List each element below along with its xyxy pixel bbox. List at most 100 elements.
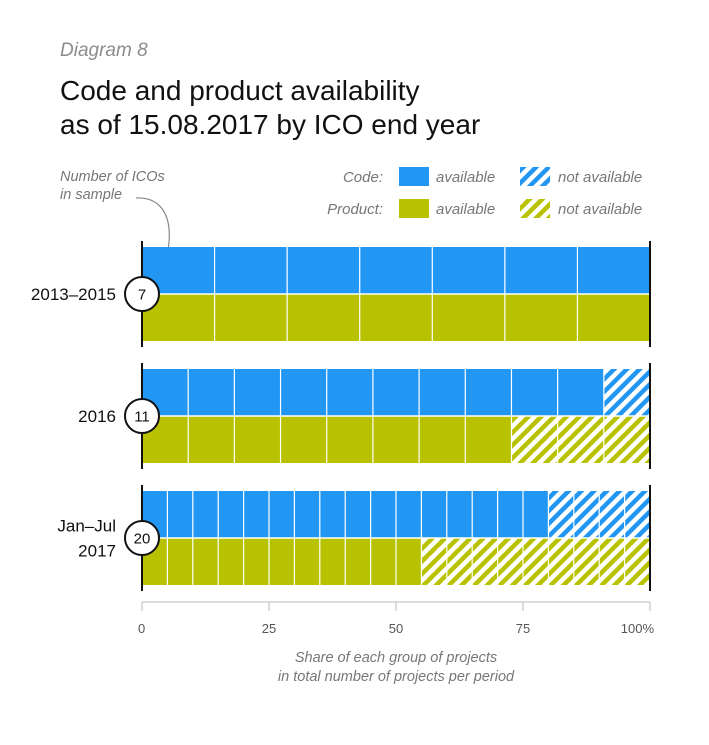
code-available-segment — [465, 369, 512, 416]
code-not-available-segment — [548, 491, 574, 538]
code-available-segment — [472, 491, 498, 538]
product-available-segment — [326, 416, 373, 463]
product-available-segment — [319, 538, 346, 585]
code-available-segment — [523, 491, 549, 538]
product-available-segment — [432, 294, 505, 341]
code-available-segment — [432, 247, 505, 294]
product-not-available-segment — [624, 538, 650, 585]
code-available-segment — [557, 369, 604, 416]
product-available-segment — [234, 416, 281, 463]
chart-title-line-2: as of 15.08.2017 by ICO end year — [60, 109, 481, 140]
category-label: 2013–2015 — [31, 285, 116, 304]
code-available-segment — [192, 491, 219, 538]
product-not-available-segment — [557, 416, 604, 463]
code-available-segment — [326, 369, 373, 416]
product-available-segment — [188, 416, 235, 463]
sample-size-circle — [124, 398, 160, 434]
code-available-segment — [280, 369, 327, 416]
code-available-segment — [345, 491, 371, 538]
legend-code-label: Code: — [343, 169, 383, 186]
product-not-available-segment — [511, 416, 558, 463]
legend-product-available-label: available — [436, 201, 495, 218]
legend-code-available-swatch — [399, 167, 429, 186]
product-not-available-segment — [599, 538, 625, 585]
sample-size-note-line-2: in sample — [60, 187, 123, 203]
sample-size-note: Number of ICOs in sample — [60, 168, 165, 204]
code-available-segment — [294, 491, 320, 538]
bar-group: 7 2013–2015 — [31, 241, 651, 347]
x-tick-label: 0 — [138, 621, 145, 636]
code-available-segment — [419, 369, 466, 416]
chart-title: Code and product availability as of 15.0… — [60, 74, 660, 142]
legend-code-not-available-label: not available — [558, 169, 642, 186]
legend-product-available-swatch — [399, 199, 429, 218]
product-available-segment — [396, 538, 422, 585]
product-available-segment — [345, 538, 371, 585]
code-not-available-segment — [624, 491, 650, 538]
sample-size-value: 11 — [134, 409, 150, 426]
code-available-segment — [577, 247, 650, 294]
category-label: Jan–Jul — [57, 517, 116, 536]
sample-size-value: 20 — [134, 531, 151, 548]
code-available-segment — [497, 491, 523, 538]
code-available-segment — [504, 247, 578, 294]
product-not-available-segment — [472, 538, 498, 585]
product-not-available-segment — [421, 538, 447, 585]
legend-product-not-available-label: not available — [558, 201, 642, 218]
product-available-segment — [577, 294, 650, 341]
product-available-segment — [167, 538, 193, 585]
product-available-segment — [243, 538, 269, 585]
legend-code-not-available-swatch — [520, 167, 550, 186]
product-available-segment — [218, 538, 244, 585]
x-axis-label-line-2: in total number of projects per period — [278, 669, 515, 685]
code-available-segment — [287, 247, 360, 294]
x-tick-label: 50 — [389, 621, 403, 636]
diagram-label: Diagram 8 — [60, 40, 148, 61]
x-axis-label-line-1: Share of each group of projects — [295, 650, 497, 666]
legend: Code: available not available Product: a… — [327, 167, 642, 218]
chart-title-line-1: Code and product availability — [60, 75, 420, 106]
code-available-segment — [319, 491, 346, 538]
sample-size-circle — [124, 520, 160, 556]
legend-product-not-available-swatch — [520, 199, 550, 218]
code-available-segment — [372, 369, 420, 416]
product-available-segment — [359, 294, 433, 341]
product-available-segment — [294, 538, 320, 585]
product-available-segment — [192, 538, 219, 585]
product-available-segment — [287, 294, 360, 341]
code-available-segment — [359, 247, 433, 294]
code-available-segment — [188, 369, 235, 416]
sample-size-value: 7 — [138, 287, 146, 304]
product-not-available-segment — [548, 538, 574, 585]
code-not-available-segment — [599, 491, 625, 538]
code-available-segment — [396, 491, 422, 538]
product-not-available-segment — [603, 416, 650, 463]
code-available-segment — [218, 491, 244, 538]
product-not-available-segment — [523, 538, 549, 585]
product-available-segment — [372, 416, 420, 463]
product-available-segment — [419, 416, 466, 463]
code-available-segment — [446, 491, 473, 538]
code-available-segment — [214, 247, 288, 294]
legend-product-label: Product: — [327, 201, 383, 218]
code-available-segment — [243, 491, 269, 538]
code-available-segment — [421, 491, 447, 538]
category-label: 2017 — [78, 542, 116, 561]
code-available-segment — [234, 369, 281, 416]
product-not-available-segment — [497, 538, 523, 585]
x-tick-label: 100% — [621, 621, 655, 636]
product-not-available-segment — [573, 538, 600, 585]
product-available-segment — [370, 538, 396, 585]
product-not-available-segment — [446, 538, 473, 585]
code-available-segment — [269, 491, 295, 538]
code-available-segment — [370, 491, 396, 538]
code-not-available-segment — [573, 491, 600, 538]
product-available-segment — [280, 416, 327, 463]
sample-size-note-line-1: Number of ICOs — [60, 169, 165, 185]
product-available-segment — [214, 294, 288, 341]
product-available-segment — [504, 294, 578, 341]
